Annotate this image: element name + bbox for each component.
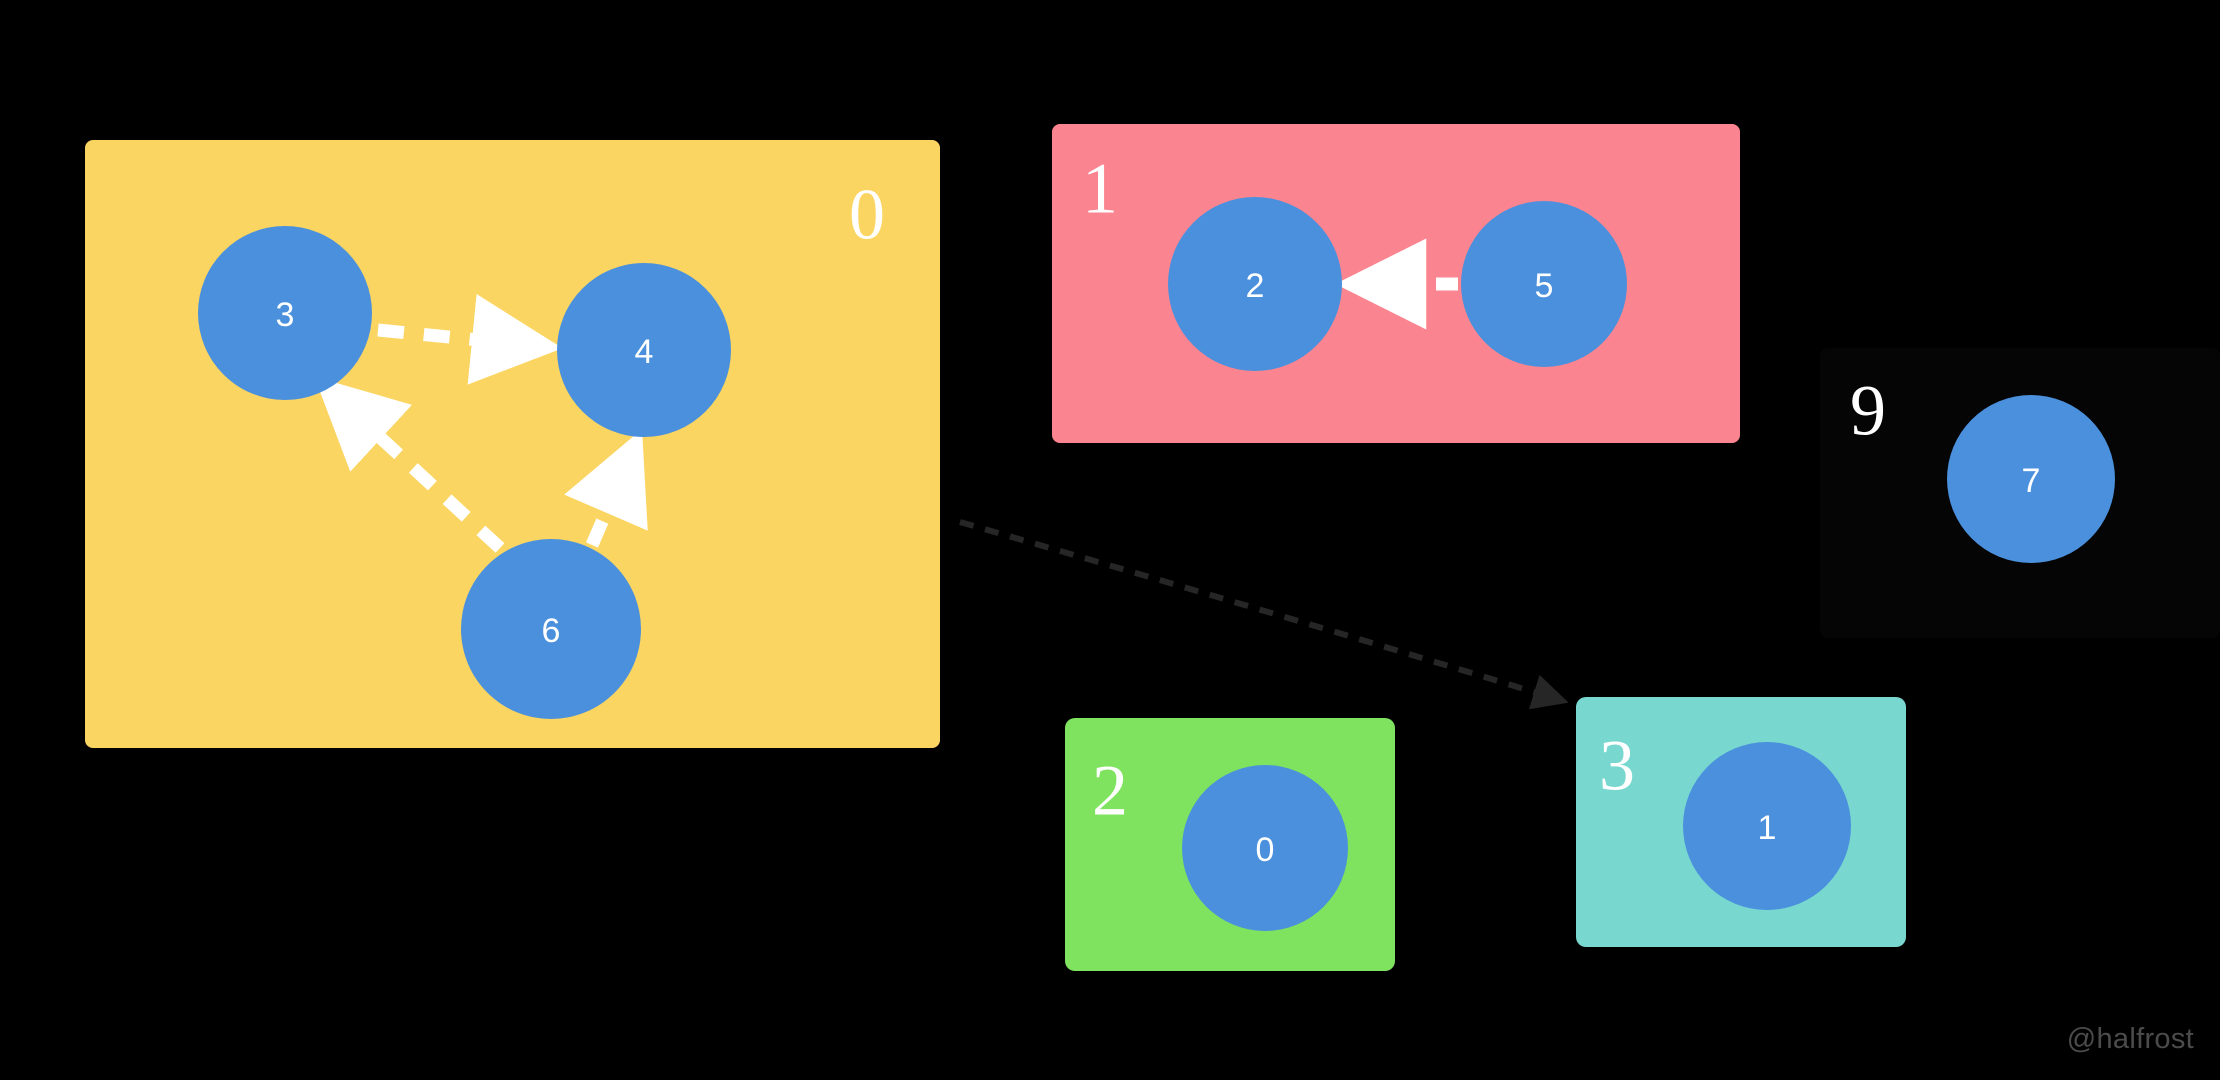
node-label: 2 [1246, 267, 1265, 305]
node-2[interactable]: 2 [1168, 197, 1342, 371]
node-circle[interactable] [461, 539, 641, 719]
cluster-label-9: 9 [1850, 371, 1886, 451]
node-circle[interactable] [1683, 742, 1851, 910]
watermark: @halfrost [2066, 1023, 2194, 1055]
node-6[interactable]: 6 [461, 539, 641, 719]
node-circle[interactable] [1182, 765, 1348, 931]
node-0[interactable]: 0 [1182, 765, 1348, 931]
node-5[interactable]: 5 [1461, 201, 1627, 367]
cluster-rect-group [85, 124, 2220, 971]
node-circle[interactable] [1947, 395, 2115, 563]
node-circle[interactable] [198, 226, 372, 400]
node-1[interactable]: 1 [1683, 742, 1851, 910]
node-4[interactable]: 4 [557, 263, 731, 437]
node-label: 7 [2022, 462, 2041, 500]
node-label: 4 [635, 333, 654, 371]
node-label: 6 [542, 612, 561, 650]
node-group: 3 4 6 2 5 0 1 [198, 197, 2115, 931]
node-circle[interactable] [1461, 201, 1627, 367]
inter-cluster-edges [959, 519, 1569, 710]
cluster-label-3: 3 [1599, 726, 1635, 806]
edge-cross[interactable] [959, 519, 1569, 710]
cluster-label-1: 1 [1082, 149, 1118, 229]
cluster-label-2: 2 [1092, 751, 1128, 831]
node-label: 5 [1535, 267, 1554, 305]
node-label: 3 [276, 296, 295, 334]
intra-cluster-edges [314, 238, 1458, 553]
node-7[interactable]: 7 [1947, 395, 2115, 563]
cluster-label-0: 0 [849, 175, 885, 255]
node-circle[interactable] [557, 263, 731, 437]
node-label: 1 [1758, 809, 1777, 847]
node-3[interactable]: 3 [198, 226, 372, 400]
edge-6-3[interactable] [314, 376, 505, 553]
cluster-label-group: 0 1 2 3 9 [849, 149, 1886, 831]
edge-6-4[interactable] [564, 429, 648, 548]
node-circle[interactable] [1168, 197, 1342, 371]
node-label: 0 [1256, 831, 1275, 869]
